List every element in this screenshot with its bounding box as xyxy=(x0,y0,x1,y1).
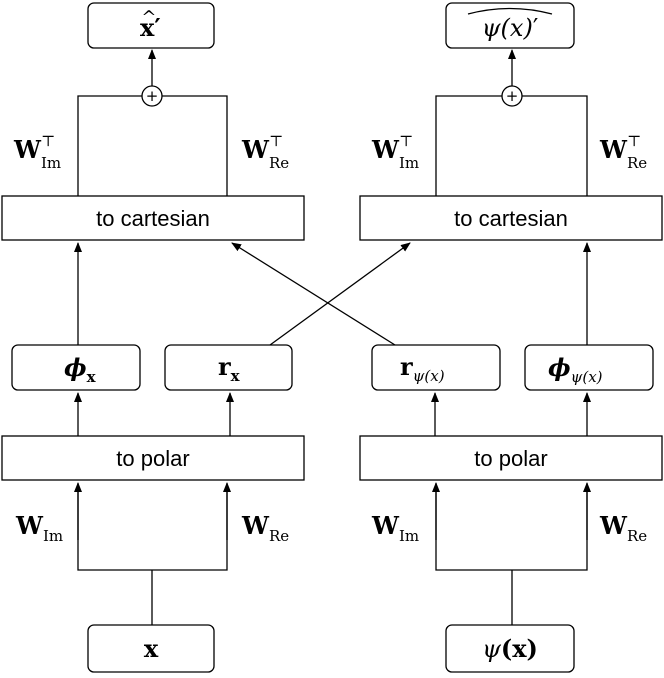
to-cartesian-block xyxy=(359,195,663,241)
input-psi-box xyxy=(445,624,575,673)
to-polar-block xyxy=(359,435,663,481)
weight-im-label: WIm xyxy=(371,511,419,545)
sum-node xyxy=(141,85,163,107)
wim-path xyxy=(77,95,142,196)
to-polar-label: to polar xyxy=(474,446,547,471)
weight-path xyxy=(77,484,228,571)
plus-icon: + xyxy=(506,87,519,105)
r-x-label: rx xyxy=(218,352,241,385)
wide-hat-mark xyxy=(467,7,553,15)
r-psi-box xyxy=(371,344,501,391)
weight-re-label: WRe xyxy=(599,511,647,545)
weight-im-transpose-label: WIm⊤ xyxy=(371,132,419,172)
input-x-label: x xyxy=(144,634,159,663)
r-psi-to-left-cartesian-arrow xyxy=(231,242,396,346)
weight-re-transpose-label: WRe⊤ xyxy=(599,132,647,172)
input-x-box xyxy=(87,624,215,673)
phi-psi-box xyxy=(524,344,654,391)
r-x-box xyxy=(164,344,293,391)
output-x-hat-label: x^′ xyxy=(140,7,161,42)
output-psi-hat-box xyxy=(445,2,575,49)
weight-im-transpose-label: WIm⊤ xyxy=(13,132,61,172)
r-x-to-right-cartesian-arrow xyxy=(269,242,411,346)
hat-mark: ^ xyxy=(141,7,156,28)
sum-node xyxy=(501,85,523,107)
wre-path xyxy=(522,95,588,196)
weight-re-label: WRe xyxy=(241,511,289,545)
to-cartesian-label: to cartesian xyxy=(96,206,210,231)
right-branch: ψ(x)′ + WIm⊤ WRe⊤ to cartesian rψ(x) ϕψ(… xyxy=(359,2,663,673)
plus-icon: + xyxy=(146,87,159,105)
left-branch: x^′ + WIm⊤ WRe⊤ to cartesian ϕx rx to po… xyxy=(1,2,305,673)
r-psi-label: rψ(x) xyxy=(400,352,445,385)
to-cartesian-block xyxy=(1,195,305,241)
weight-path xyxy=(435,484,588,571)
wim-path xyxy=(435,95,502,196)
to-polar-block xyxy=(1,435,305,481)
weight-im-label: WIm xyxy=(15,511,63,545)
wre-path xyxy=(162,95,228,196)
to-polar-label: to polar xyxy=(116,446,189,471)
weight-re-transpose-label: WRe⊤ xyxy=(241,132,289,172)
phi-x-label: ϕx xyxy=(64,353,97,386)
output-psi-hat-label: ψ(x)′ xyxy=(482,14,539,42)
to-cartesian-label: to cartesian xyxy=(454,206,568,231)
input-psi-label: ψ(x) xyxy=(482,634,538,663)
phi-x-box xyxy=(11,344,141,391)
phi-psi-label: ϕψ(x) xyxy=(548,353,603,386)
output-x-hat-box xyxy=(87,2,215,49)
